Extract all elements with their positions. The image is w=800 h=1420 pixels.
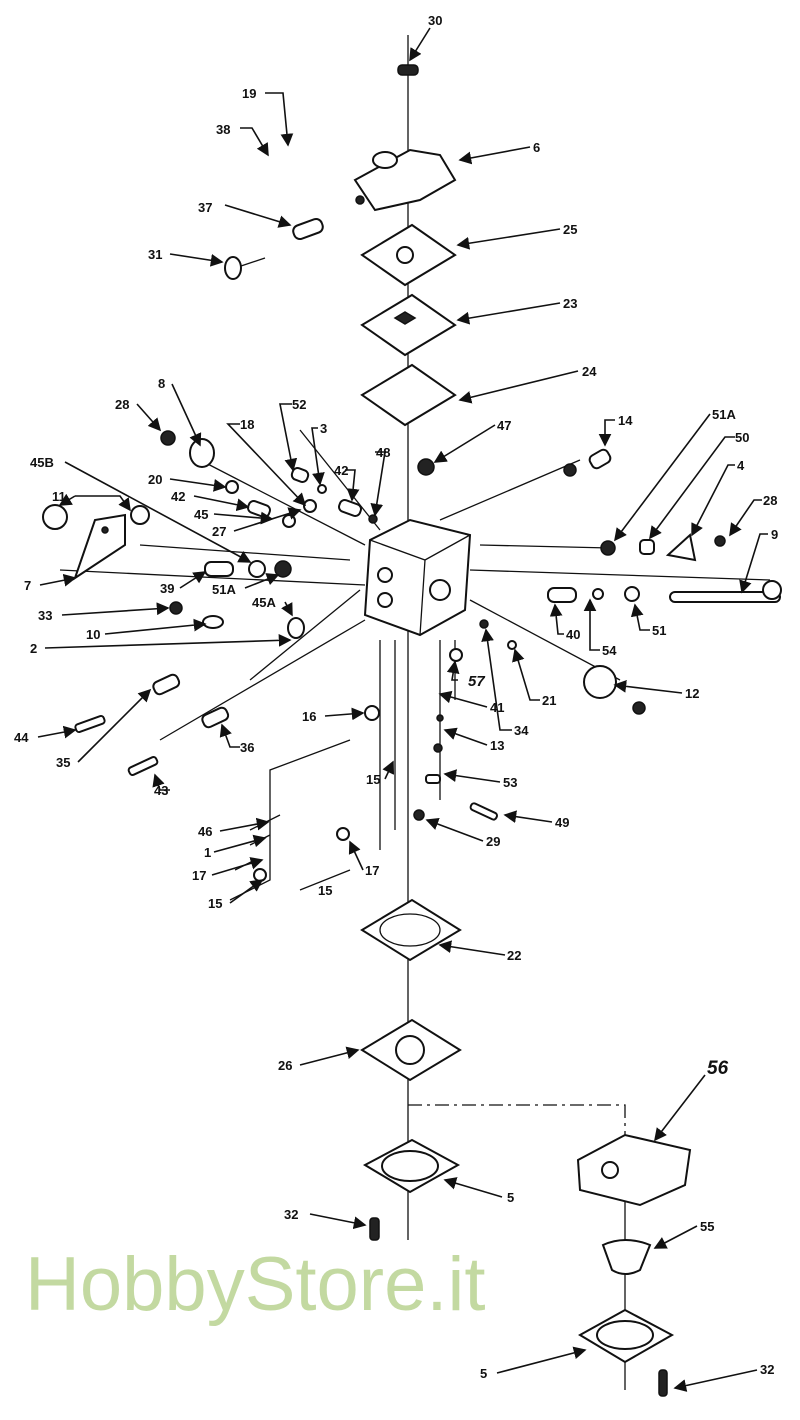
label-29: 29 [486, 834, 500, 849]
label-23: 23 [563, 296, 577, 311]
part-plate-24 [360, 363, 457, 427]
label-49: 49 [555, 815, 569, 830]
part-cup-55 [601, 1239, 652, 1275]
label-2: 2 [30, 641, 37, 656]
part-diaphragm-23 [360, 293, 457, 357]
label-22: 22 [507, 948, 521, 963]
label-44: 44 [14, 730, 29, 745]
label-6: 6 [533, 140, 540, 155]
label-45A: 45A [252, 595, 276, 610]
label-7: 7 [24, 578, 31, 593]
label-9: 9 [771, 527, 778, 542]
label-51A-left: 51A [212, 582, 236, 597]
label-31: 31 [148, 247, 162, 262]
part-knob-11 [42, 504, 150, 530]
label-56: 56 [707, 1058, 729, 1079]
label-41: 41 [490, 700, 504, 715]
label-51: 51 [652, 623, 666, 638]
part-spring-37 [292, 217, 324, 241]
watermark: HobbyStore.it [25, 1242, 485, 1327]
part-cover-5 [362, 1138, 461, 1194]
label-17b: 17 [192, 868, 206, 883]
label-4: 4 [737, 458, 745, 473]
label-12: 12 [685, 686, 699, 701]
label-32: 32 [284, 1207, 298, 1222]
label-26: 26 [278, 1058, 292, 1073]
label-38: 38 [216, 122, 230, 137]
label-32b: 32 [760, 1362, 774, 1377]
label-20: 20 [148, 472, 162, 487]
part-cover-5b [578, 1308, 675, 1364]
label-45B: 45B [30, 455, 54, 470]
label-47: 47 [497, 418, 511, 433]
label-10: 10 [86, 627, 100, 642]
parts [42, 64, 782, 1397]
label-17: 17 [365, 863, 379, 878]
part-screw-30 [397, 64, 419, 76]
part-labels: 30 19 38 6 37 31 25 23 24 8 28 18 52 3 4… [14, 13, 778, 1381]
label-1: 1 [204, 845, 211, 860]
label-30: 30 [428, 13, 442, 28]
label-39: 39 [160, 581, 174, 596]
label-50: 50 [735, 430, 749, 445]
label-5b: 5 [480, 1366, 487, 1381]
part-gasket-25 [360, 223, 457, 287]
label-55: 55 [700, 1219, 714, 1234]
label-15: 15 [366, 772, 380, 787]
label-51A: 51A [712, 407, 736, 422]
label-24: 24 [582, 364, 597, 379]
label-21: 21 [542, 693, 556, 708]
label-48: 48 [376, 445, 390, 460]
part-springs [152, 448, 612, 729]
label-25: 25 [563, 222, 577, 237]
label-45: 45 [194, 507, 208, 522]
label-40: 40 [566, 627, 580, 642]
label-43: 43 [154, 783, 168, 798]
part-screw-32 [369, 1217, 380, 1241]
assembly-axes [59, 35, 771, 1390]
label-33: 33 [38, 608, 52, 623]
label-54: 54 [602, 643, 617, 658]
label-5: 5 [507, 1190, 514, 1205]
part-gasket-22 [360, 898, 462, 962]
part-lever-4 [639, 533, 697, 562]
part-cover-6 [353, 148, 457, 212]
label-57: 57 [468, 673, 485, 690]
label-27: 27 [212, 524, 226, 539]
label-11: 11 [52, 489, 66, 504]
label-34: 34 [514, 723, 529, 738]
label-52: 52 [292, 397, 306, 412]
label-28: 28 [115, 397, 129, 412]
part-screw-32b [658, 1369, 668, 1397]
label-13: 13 [490, 738, 504, 753]
label-42b: 42 [334, 463, 348, 478]
leader-arrows [37, 27, 768, 1392]
part-diaphragm-26 [360, 1018, 462, 1082]
part-lever-7 [73, 513, 126, 581]
label-35: 35 [56, 755, 70, 770]
label-8: 8 [158, 376, 165, 391]
part-bracket-46 [234, 814, 281, 882]
label-42: 42 [171, 489, 185, 504]
label-14: 14 [618, 413, 633, 428]
part-carburetor-body [363, 518, 472, 637]
part-pump-56 [576, 1133, 692, 1207]
label-36: 36 [240, 740, 254, 755]
label-53: 53 [503, 775, 517, 790]
part-throttle-plate-12 [583, 665, 617, 699]
label-19: 19 [242, 86, 256, 101]
label-46: 46 [198, 824, 212, 839]
part-screw-31 [224, 256, 266, 280]
label-18: 18 [240, 417, 254, 432]
part-washers [74, 430, 726, 841]
label-3: 3 [320, 421, 327, 436]
label-16: 16 [302, 709, 316, 724]
part-shaft-9 [669, 580, 782, 603]
label-15b: 15 [318, 883, 332, 898]
label-28b: 28 [763, 493, 777, 508]
label-15c: 15 [208, 896, 222, 911]
label-37: 37 [198, 200, 212, 215]
